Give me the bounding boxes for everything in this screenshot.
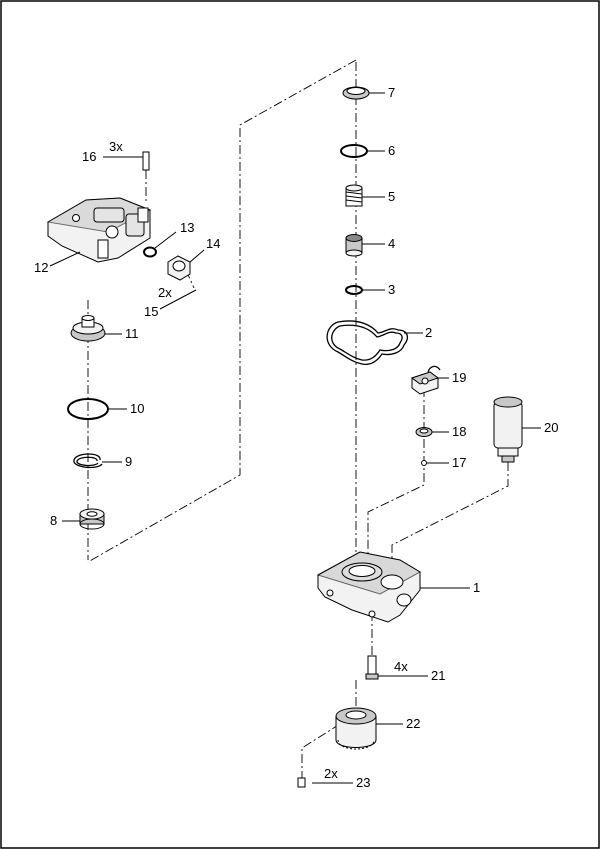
callout-23: 23 [356, 775, 370, 790]
callout-2: 2 [425, 325, 432, 340]
qty-16: 3x [109, 139, 123, 154]
callout-21: 21 [431, 668, 445, 683]
callout-16: 16 [82, 149, 96, 164]
part-4-piston: 4 [345, 234, 395, 257]
callout-6: 6 [388, 143, 395, 158]
part-10-o-ring: 10 [67, 398, 144, 420]
part-15-screw: 2x 15 [144, 285, 197, 319]
part-12-cover: 12 [34, 197, 152, 275]
callout-17: 17 [452, 455, 466, 470]
part-2-gasket: 2 [326, 320, 432, 366]
callout-19: 19 [452, 370, 466, 385]
callout-1: 1 [473, 580, 480, 595]
callout-18: 18 [452, 424, 466, 439]
callout-9: 9 [125, 454, 132, 469]
part-14-fitting: 14 [167, 236, 220, 281]
qty-21: 4x [394, 659, 408, 674]
part-1-housing: 1 [316, 551, 480, 623]
part-11-diaphragm: 11 [70, 315, 139, 342]
part-13-o-ring: 13 [143, 220, 194, 258]
callout-11: 11 [125, 326, 139, 341]
callout-12: 12 [34, 260, 48, 275]
callout-14: 14 [206, 236, 220, 251]
callout-5: 5 [388, 189, 395, 204]
callout-4: 4 [388, 236, 395, 251]
part-5-spring: 5 [345, 184, 395, 207]
part-22-flange: 22 [335, 707, 420, 750]
part-20-valve-cartridge: 20 [493, 396, 558, 463]
part-18-bushing: 18 [415, 424, 466, 439]
part-6-o-ring: 6 [340, 143, 395, 158]
part-8-bearing: 8 [50, 508, 105, 530]
callout-3: 3 [388, 282, 395, 297]
callout-7: 7 [388, 85, 395, 100]
part-23-screw: 2x 23 [297, 766, 370, 790]
part-16-pin: 3x 16 [82, 139, 150, 171]
callout-13: 13 [180, 220, 194, 235]
part-17-ball: 17 [421, 455, 466, 470]
callout-22: 22 [406, 716, 420, 731]
qty-15: 2x [158, 285, 172, 300]
part-7-seal: 7 [342, 85, 395, 100]
part-9-snap-ring: 9 [73, 453, 132, 469]
part-21-bolt: 4x 21 [365, 655, 445, 683]
callout-15: 15 [144, 304, 158, 319]
callout-20: 20 [544, 420, 558, 435]
part-19-sensor: 19 [410, 365, 466, 395]
part-3-o-ring: 3 [345, 282, 395, 297]
callout-10: 10 [130, 401, 144, 416]
callout-8: 8 [50, 513, 57, 528]
qty-23: 2x [324, 766, 338, 781]
